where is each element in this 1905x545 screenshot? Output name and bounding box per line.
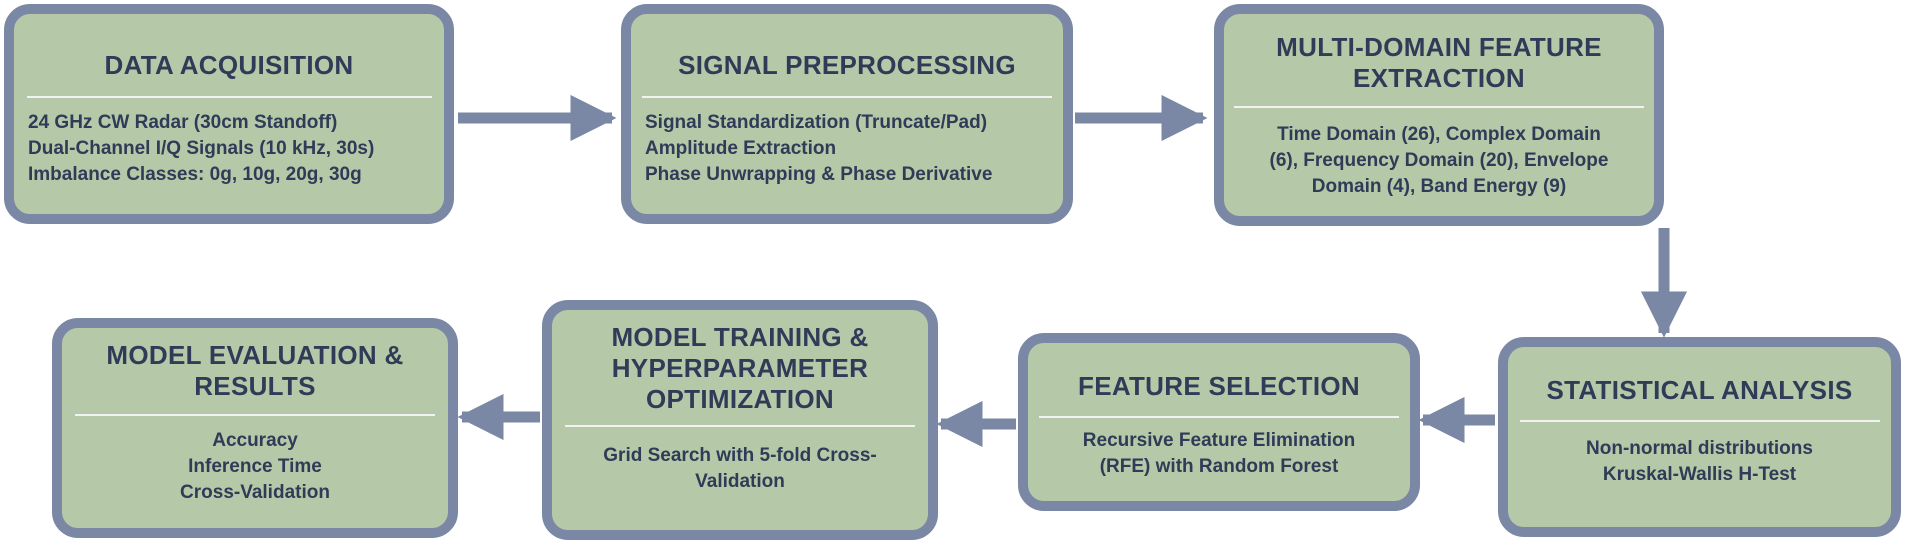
step-signal-preprocessing: SIGNAL PREPROCESSING Signal Standardizat… [621,4,1073,224]
title-line: RESULTS [194,371,316,401]
divider [1039,416,1399,418]
detail-line: Amplitude Extraction [645,138,837,159]
step-title: FEATURE SELECTION [1078,371,1360,401]
detail-line: Phase Unwrapping & Phase Derivative [645,164,993,185]
detail-line: Grid Search with 5-fold Cross- [603,445,877,466]
step-details: Signal Standardization (Truncate/Pad) Am… [631,110,1063,188]
step-details: Recursive Feature Elimination (RFE) with… [1028,428,1410,480]
step-title: MULTI-DOMAIN FEATURE EXTRACTION [1224,32,1654,94]
divider [1519,420,1880,422]
step-details: Non-normal distributions Kruskal-Wallis … [1508,436,1891,488]
detail-line: Dual-Channel I/Q Signals (10 kHz, 30s) [28,138,375,159]
step-model-training: MODEL TRAINING & HYPERPARAMETER OPTIMIZA… [542,300,938,540]
detail-line: (RFE) with Random Forest [1099,456,1339,477]
detail-line: (6), Frequency Domain (20), Envelope [1269,150,1609,171]
detail-line: Non-normal distributions [1586,438,1813,459]
divider [26,96,432,98]
title-line: MODEL TRAINING & [611,322,869,352]
detail-line: Validation [695,471,785,492]
step-title: SIGNAL PREPROCESSING [678,50,1016,80]
detail-line: Time Domain (26), Complex Domain [1277,124,1601,145]
step-title: MODEL EVALUATION & RESULTS [62,340,448,402]
divider [565,425,915,427]
detail-line: Cross-Validation [180,482,330,503]
step-details: 24 GHz CW Radar (30cm Standoff) Dual-Cha… [14,110,444,188]
step-details: Time Domain (26), Complex Domain (6), Fr… [1224,122,1654,200]
detail-line: Domain (4), Band Energy (9) [1311,176,1567,197]
step-model-evaluation: MODEL EVALUATION & RESULTS Accuracy Infe… [52,318,458,538]
step-feature-selection: FEATURE SELECTION Recursive Feature Elim… [1018,333,1420,511]
divider [1234,106,1644,108]
step-statistical-analysis: STATISTICAL ANALYSIS Non-normal distribu… [1498,337,1901,537]
detail-line: 24 GHz CW Radar (30cm Standoff) [28,112,338,133]
detail-line: Inference Time [188,456,322,477]
title-line: HYPERPARAMETER [611,353,869,383]
detail-line: Imbalance Classes: 0g, 10g, 20g, 30g [28,164,362,185]
title-line: MODEL EVALUATION & [106,340,404,370]
title-line: EXTRACTION [1353,63,1525,93]
step-title: MODEL TRAINING & HYPERPARAMETER OPTIMIZA… [552,322,928,415]
step-title: DATA ACQUISITION [104,50,354,80]
step-details: Accuracy Inference Time Cross-Validation [62,428,448,506]
step-title: STATISTICAL ANALYSIS [1546,375,1853,405]
step-feature-extraction: MULTI-DOMAIN FEATURE EXTRACTION Time Dom… [1214,4,1664,226]
step-data-acquisition: DATA ACQUISITION 24 GHz CW Radar (30cm S… [4,4,454,224]
divider [75,414,435,416]
detail-line: Recursive Feature Elimination [1082,430,1356,451]
title-line: MULTI-DOMAIN FEATURE [1276,32,1602,62]
divider [642,96,1052,98]
title-line: OPTIMIZATION [646,384,834,414]
step-details: Grid Search with 5-fold Cross- Validatio… [552,443,928,495]
detail-line: Kruskal-Wallis H-Test [1602,464,1797,485]
detail-line: Accuracy [212,430,298,451]
detail-line: Signal Standardization (Truncate/Pad) [645,112,988,133]
